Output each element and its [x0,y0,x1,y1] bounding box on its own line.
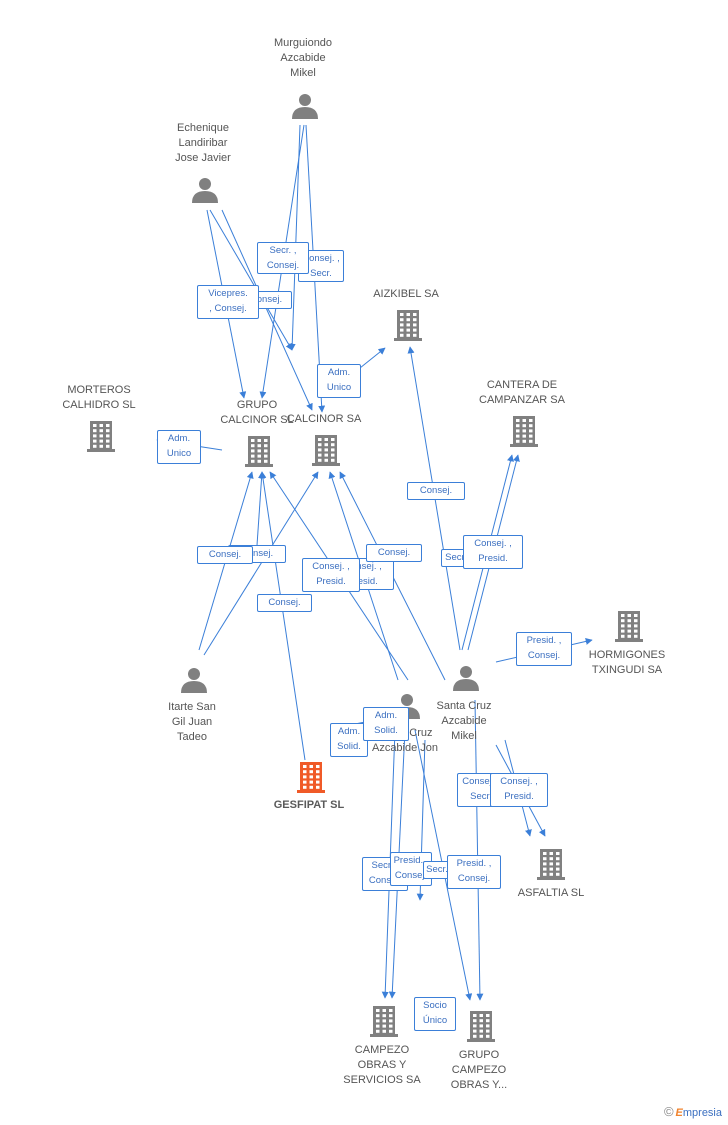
edge-role-label: Consej. [407,482,465,500]
edge-line [259,471,306,761]
brand-initial: E [675,1107,683,1119]
building-icon[interactable] [245,436,273,467]
edge-role-label: Presid. , Consej. [516,632,572,666]
node-label-cantera[interactable]: CANTERA DE CAMPANZAR SA [479,379,565,406]
edge-role-label: Vicepres. , Consej. [197,285,259,319]
edge-role-label: Consej. , Presid. [463,535,523,569]
building-icon[interactable] [312,435,340,466]
node-label-aizkibel[interactable]: AIZKIBEL SA [373,288,439,300]
node-label-morteros[interactable]: MORTEROS CALHIDRO SL [62,384,136,411]
node-label-santacruz-mikel[interactable]: Santa Cruz Azcabide Mikel [436,700,492,742]
person-icon[interactable] [192,178,218,203]
node-label-echenique[interactable]: Echenique Landiribar Jose Javier [175,122,231,164]
node-label-calcinor[interactable]: CALCINOR SA [286,413,362,425]
edge-role-label: Socio Único [414,997,456,1031]
node-label-grupo-campezo[interactable]: GRUPO CAMPEZO OBRAS Y... [450,1049,508,1091]
edge-role-label: Consej. , Presid. [490,773,548,807]
node-label-campezo-obras[interactable]: CAMPEZO OBRAS Y SERVICIOS SA [343,1044,421,1086]
building-icon[interactable] [537,849,565,880]
building-icon[interactable] [467,1011,495,1042]
node-label-asfaltia[interactable]: ASFALTIA SL [517,887,585,899]
edge-line [203,471,319,656]
node-label-hormigones[interactable]: HORMIGONES TXINGUDI SA [588,649,666,676]
edge-role-label: Adm. Unico [317,364,361,398]
edge-line [474,699,484,1001]
edge-role-label: Presid. , Consej. [447,855,501,889]
building-icon[interactable] [615,611,643,642]
node-label-itarte[interactable]: Itarte San Gil Juan Tadeo [168,701,216,743]
edge-line [221,209,313,411]
copyright-symbol: © [663,1104,674,1119]
node-label-grupo-calcinor[interactable]: GRUPO CALCINOR SL [220,399,294,426]
edge-line [288,124,301,351]
building-icon[interactable] [510,416,538,447]
building-icon[interactable] [370,1006,398,1037]
edge-role-label: Adm. Solid. [363,707,409,741]
edge-role-label: Consej. , Presid. [302,558,360,592]
person-icon[interactable] [453,666,479,691]
node-label-gesfipat[interactable]: GESFIPAT SL [273,799,345,811]
building-icon[interactable] [394,310,422,341]
person-icon[interactable] [181,668,207,693]
edge-role-label: Consej. [257,594,312,612]
building-icon[interactable] [297,762,325,793]
footer-brand: ©Empresia [664,1104,722,1119]
edge-line [209,209,293,351]
building-icon[interactable] [87,421,115,452]
person-icon[interactable] [292,94,318,119]
brand-name: mpresia [682,1107,722,1119]
edge-role-label: Secr. , Consej. [257,242,309,274]
edge-role-label: Consej. [197,546,253,564]
node-label-murguiondo[interactable]: Murguiondo Azcabide Mikel [273,37,333,79]
edge-role-label: Adm. Unico [157,430,201,464]
edge-role-label: Consej. [366,544,422,562]
